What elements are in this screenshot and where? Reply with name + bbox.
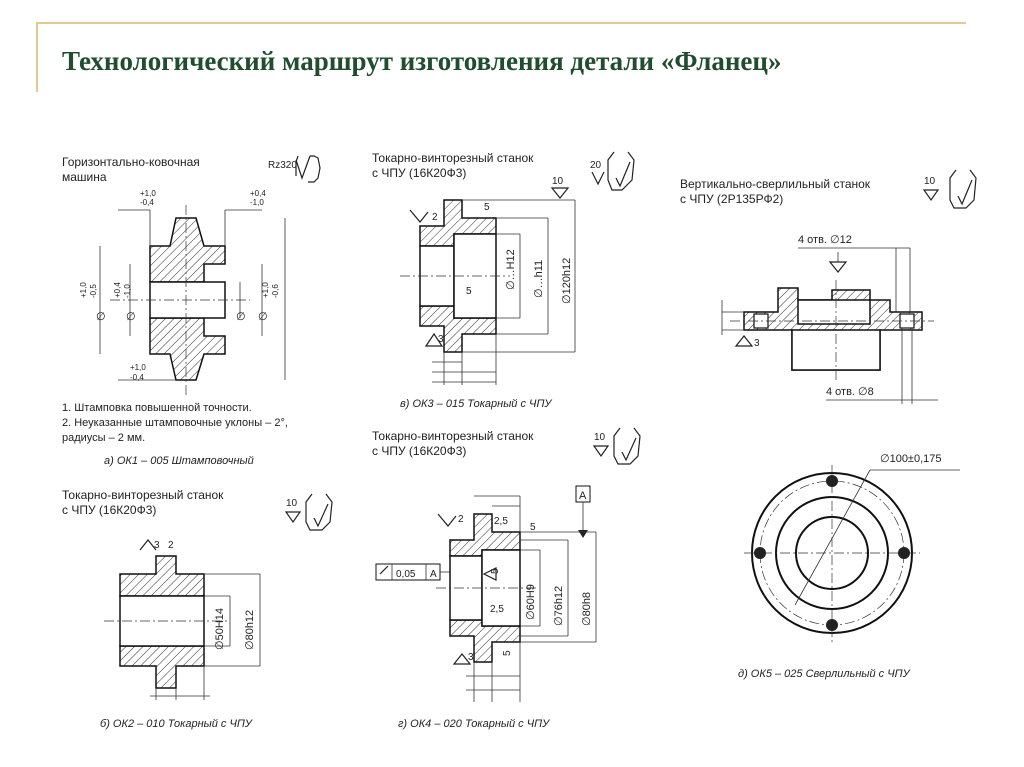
op-b-dim1: ∅50H14 [214, 608, 226, 650]
op-d-panel: Токарно-винторезный станок с ЧПУ (16К20Ф… [372, 427, 641, 730]
op-e-panel: Вертикально-сверлильный станок с ЧПУ (2Р… [680, 169, 977, 680]
op-d-machine-line2: с ЧПУ (16К20Ф3) [372, 444, 466, 458]
op-a-note2: 2. Неуказанные штамповочные уклоны – 2°, [62, 417, 288, 429]
op-d-dim1: ∅60H9 [525, 584, 537, 620]
op-a-machine-line1: Горизонтально-ковочная [62, 155, 200, 169]
op-d-r5: 5 [502, 650, 513, 656]
op-c-machine-line1: Токарно-винторезный станок [372, 151, 534, 165]
op-b-part [104, 555, 230, 689]
op-a-dia-4: ∅ [258, 311, 268, 323]
op-e-holes1: 4 отв. ∅12 [798, 234, 852, 246]
op-e-caption: д) ОК5 – 025 Сверлильный с ЧПУ [738, 668, 911, 680]
op-d-tolerance-frame [375, 563, 441, 581]
op-a-dim-b1: +1,0 [130, 363, 146, 372]
op-b-dim2: ∅80h12 [244, 610, 256, 650]
op-c-rough-small-icon [550, 187, 570, 199]
op-c-rough-small: 10 [552, 176, 564, 187]
op-a-roughness: Rz320 [268, 160, 297, 171]
op-d-dimensions: 2,5 2,5 5 5 5 ∅60H9 ∅76h12 ∅80h8 2 3 [437, 495, 597, 702]
op-c-part [400, 199, 510, 353]
op-c-mark5b: 5 [466, 286, 472, 297]
op-b-roughness-icon [284, 493, 333, 531]
op-e-holes2: 4 отв. ∅8 [826, 386, 874, 398]
op-d-dim2: ∅76h12 [553, 586, 565, 626]
op-e-part [730, 252, 934, 382]
op-b-roughness: 10 [286, 498, 298, 509]
op-a-machine-line2: машина [62, 170, 107, 184]
op-c-mark5a: 5 [484, 202, 490, 213]
op-a-tol-4: -1,0 [123, 284, 132, 298]
op-a-caption: а) ОК1 – 005 Штамповочный [104, 455, 254, 467]
op-c-caption: в) ОК3 – 015 Токарный с ЧПУ [400, 398, 552, 410]
op-a-forging-part [110, 205, 250, 395]
op-d-tol-base: A [430, 569, 437, 580]
op-a-dim-tl2: -0,4 [140, 198, 154, 207]
page-title: Технологический маршрут изготовления дет… [62, 46, 782, 76]
op-c-roughness: 20 [590, 160, 602, 171]
op-d-tol-val: 0,05 [396, 569, 416, 580]
op-d-mark3: 3 [468, 652, 474, 663]
op-a-tol-3: +0,4 [113, 282, 122, 298]
op-e-machine-line1: Вертикально-сверлильный станок [680, 177, 871, 191]
op-e-roughness: 10 [924, 176, 936, 187]
op-e-roughness-icon [922, 169, 977, 209]
op-c-mark3: 3 [438, 334, 444, 345]
op-b-panel: Токарно-винторезный станок с ЧПУ (16К20Ф… [62, 488, 333, 730]
op-d-part [436, 513, 536, 663]
op-d-dim3: ∅80h8 [581, 592, 593, 626]
op-a-tol-5: +1,0 [261, 282, 270, 298]
op-d-r1: 2,5 [494, 516, 508, 527]
op-e-circle-dim: ∅100±0,175 [880, 453, 942, 465]
op-c-mark2: 2 [432, 212, 438, 223]
op-a-note3: радиусы – 2 мм. [62, 432, 145, 444]
op-a-dim-tr2: -1,0 [250, 198, 264, 207]
op-b-mark3: 3 [154, 540, 160, 551]
op-c-roughness-icon [591, 151, 635, 191]
op-e-mark3: 3 [754, 338, 760, 349]
op-e-plan-view [744, 465, 960, 642]
op-a-dia-1: ∅ [96, 311, 106, 323]
op-a-tol-2: -0,5 [89, 284, 98, 298]
op-b-mark2: 2 [168, 540, 174, 551]
op-a-dim-tl1: +1,0 [140, 189, 156, 198]
op-d-roughness: 10 [594, 432, 606, 443]
op-d-roughness-icon [592, 427, 641, 465]
op-a-dim-b2: -0,4 [130, 373, 144, 382]
op-e-machine-line2: с ЧПУ (2Р135РФ2) [680, 192, 783, 206]
frame-left-line [36, 22, 38, 92]
op-d-datum: A [579, 490, 587, 502]
op-a-panel: Горизонтально-ковочная машина Rz320 +1,0… [62, 155, 321, 467]
op-a-dim-tr1: +0,4 [250, 189, 266, 198]
op-d-r3: 5 [530, 522, 536, 533]
op-c-dim3: ∅120h12 [561, 258, 573, 304]
op-a-tol-6: -0,6 [271, 284, 280, 298]
op-d-mark2: 2 [458, 514, 464, 525]
op-b-machine-line1: Токарно-винторезный станок [62, 488, 224, 502]
op-c-panel: Токарно-винторезный станок с ЧПУ (16К20Ф… [372, 151, 635, 410]
op-a-dimensions: +1,0 -0,4 +0,4 -1,0 +1,0 -0,4 ∅ ∅ ∅ ∅ +1… [79, 189, 286, 382]
op-c-dim1: ∅…H12 [505, 249, 517, 290]
op-a-dia-3: ∅ [236, 311, 246, 323]
op-c-dimensions: ∅…H12 ∅…h11 ∅120h12 5 5 2 3 [409, 199, 576, 385]
op-c-dim2: ∅…h11 [533, 260, 545, 298]
op-d-caption: г) ОК4 – 020 Токарный с ЧПУ [398, 718, 550, 730]
op-b-caption: б) ОК2 – 010 Токарный с ЧПУ [100, 718, 253, 730]
op-a-dia-2: ∅ [126, 311, 136, 323]
op-a-roughness-icon [295, 155, 321, 183]
op-c-machine-line2: с ЧПУ (16К20Ф3) [372, 166, 466, 180]
op-a-note1: 1. Штамповка повышенной точности. [62, 402, 252, 414]
op-d-r2: 2,5 [490, 604, 504, 615]
op-a-tol-1: +1,0 [79, 282, 88, 298]
op-b-machine-line2: с ЧПУ (16К20Ф3) [62, 503, 156, 517]
frame-top-line [36, 22, 966, 24]
op-d-machine-line1: Токарно-винторезный станок [372, 429, 534, 443]
